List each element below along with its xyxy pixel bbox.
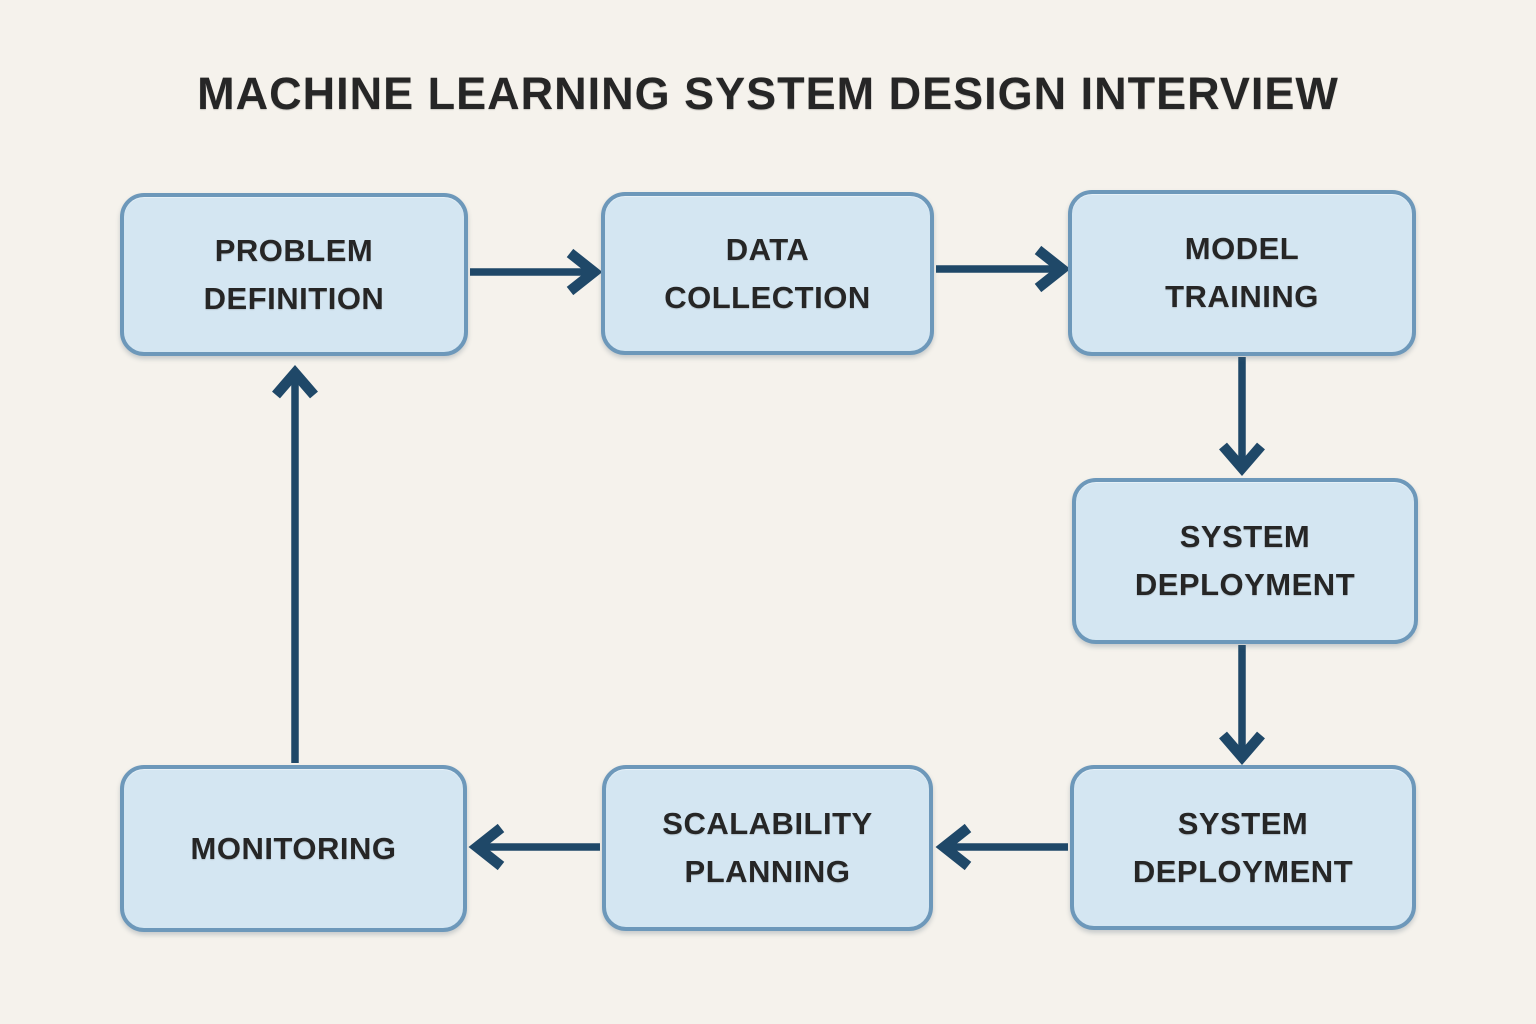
node-system-deployment-1: SYSTEM DEPLOYMENT (1072, 478, 1418, 644)
arrow-problem-definition-to-data-collection (470, 248, 603, 296)
arrow-system-deployment-2-to-scalability-planning (935, 823, 1068, 871)
node-scalability-planning: SCALABILITY PLANNING (602, 765, 933, 931)
node-problem-definition: PROBLEM DEFINITION (120, 193, 468, 356)
node-system-deployment-2: SYSTEM DEPLOYMENT (1070, 765, 1416, 930)
arrow-monitoring-to-problem-definition (272, 364, 318, 763)
node-model-training: MODEL TRAINING (1068, 190, 1416, 356)
arrow-scalability-planning-to-monitoring (468, 823, 600, 871)
node-data-collection: DATA COLLECTION (601, 192, 934, 355)
diagram-title: MACHINE LEARNING SYSTEM DESIGN INTERVIEW (197, 68, 1339, 119)
arrow-data-collection-to-model-training (936, 245, 1071, 293)
arrow-system-deployment-1-to-system-deployment-2 (1219, 645, 1265, 766)
arrow-model-training-to-system-deployment-1 (1219, 357, 1265, 477)
node-monitoring: MONITORING (120, 765, 467, 932)
